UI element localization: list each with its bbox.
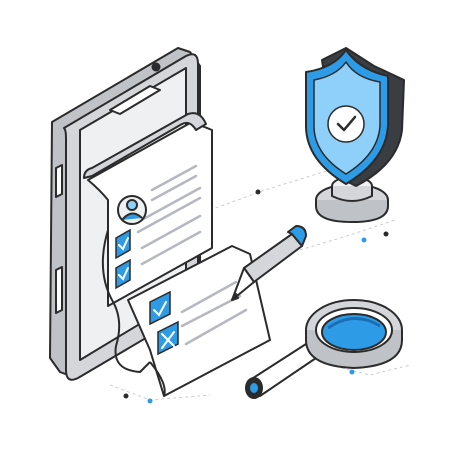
pen <box>231 225 307 301</box>
cross-box-4 <box>157 320 179 356</box>
check-box-1 <box>115 228 131 260</box>
check-icon <box>336 115 357 132</box>
cross-icon <box>161 331 175 349</box>
check-box-2 <box>115 258 131 290</box>
check-icon <box>118 267 129 281</box>
security-shield <box>305 47 405 223</box>
magnifying-glass <box>245 299 403 399</box>
scroll-document <box>83 112 271 397</box>
check-icon <box>118 237 129 251</box>
document-checks <box>115 228 179 356</box>
decorative-dots <box>123 189 389 404</box>
check-icon <box>153 301 167 317</box>
user-avatar <box>117 195 147 225</box>
check-box-3 <box>149 290 171 326</box>
